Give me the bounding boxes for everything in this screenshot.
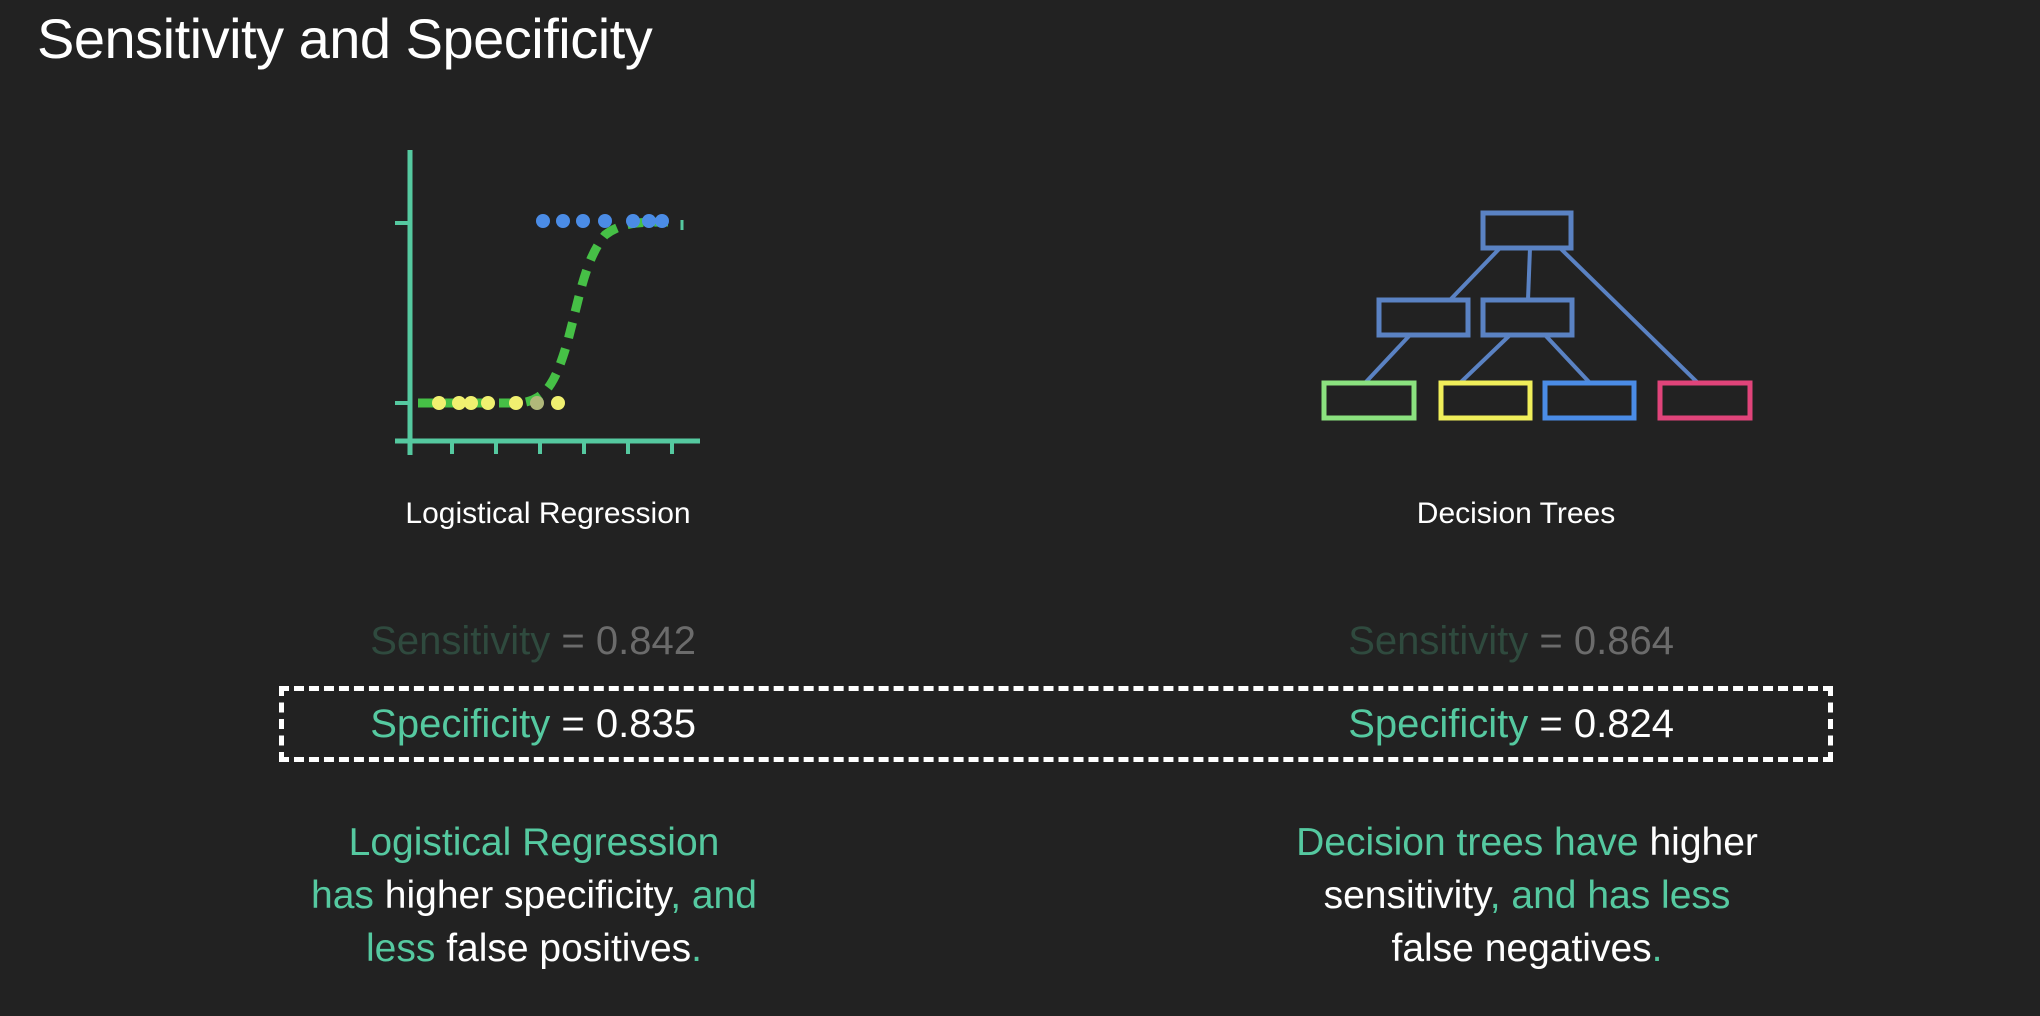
summary-line: Logistical Regression [214, 816, 854, 869]
summary-text: has [311, 874, 374, 917]
internal-node-right [1480, 297, 1575, 338]
plot-axes [395, 150, 700, 455]
negative-dots [432, 396, 565, 410]
tree-specificity: Specificity = 0.824 [1074, 702, 1674, 747]
summary-text: less [366, 927, 436, 970]
positive-dot [626, 214, 640, 228]
negative-dot [481, 396, 495, 410]
root-node [1480, 210, 1574, 251]
summary-text: higher [1649, 821, 1758, 864]
tree-edges [1363, 246, 1700, 385]
summary-line: has higher specificity, and [214, 869, 854, 922]
summary-text: sensitivity [1323, 874, 1490, 917]
negative-dot [452, 396, 466, 410]
sensitivity-value: = 0.842 [561, 619, 696, 663]
summary-line: Decision trees have higher [1207, 816, 1847, 869]
specificity-label: Specificity [1348, 702, 1529, 746]
negative-dot [509, 396, 523, 410]
tree-caption: Decision Trees [1416, 497, 1616, 530]
logistic-caption: Logistical Regression [405, 497, 691, 530]
leaf-node-pink [1657, 380, 1753, 421]
summary-text: . [691, 927, 702, 970]
positive-dot [655, 214, 669, 228]
leaf-node-blue [1542, 380, 1637, 421]
positive-dot [536, 214, 550, 228]
negative-dot [551, 396, 565, 410]
specificity-label: Specificity [370, 702, 551, 746]
negative-dot [432, 396, 446, 410]
sensitivity-label: Sensitivity [1348, 619, 1529, 663]
summary-text: , and [670, 874, 757, 917]
positive-dot [598, 214, 612, 228]
specificity-highlight-box [279, 686, 1833, 762]
summary-text: higher specificity [384, 874, 671, 917]
internal-node-left [1376, 297, 1471, 338]
logistic-specificity: Specificity = 0.835 [96, 702, 696, 747]
sensitivity-label: Sensitivity [370, 619, 551, 663]
negative-dot [464, 396, 478, 410]
logistic-sensitivity: Sensitivity = 0.842 [96, 619, 696, 664]
positive-dot [642, 214, 656, 228]
summary-text: Logistical Regression [348, 821, 720, 864]
specificity-value: = 0.835 [561, 702, 696, 746]
slide-title: Sensitivity and Specificity [37, 7, 653, 70]
summary-text: false negatives [1391, 927, 1652, 970]
summary-line: less false positives. [214, 922, 854, 975]
logistic-summary: Logistical Regression has higher specifi… [214, 816, 854, 975]
positive-dots [536, 214, 669, 228]
positive-dot [556, 214, 570, 228]
summary-line: false negatives. [1207, 922, 1847, 975]
summary-text: Decision trees have [1296, 821, 1639, 864]
specificity-value: = 0.824 [1539, 702, 1674, 746]
positive-dot [576, 214, 590, 228]
summary-text: . [1651, 927, 1663, 970]
tree-summary: Decision trees have higher sensitivity, … [1207, 816, 1847, 975]
summary-text: , and has less [1489, 874, 1731, 917]
negative-dot [530, 396, 544, 410]
summary-line: sensitivity, and has less [1207, 869, 1847, 922]
sensitivity-value: = 0.864 [1539, 619, 1674, 663]
leaf-node-yellow [1438, 380, 1533, 421]
leaf-node-green [1321, 380, 1417, 421]
tree-sensitivity: Sensitivity = 0.864 [1074, 619, 1674, 664]
summary-text: false positives [446, 927, 692, 970]
